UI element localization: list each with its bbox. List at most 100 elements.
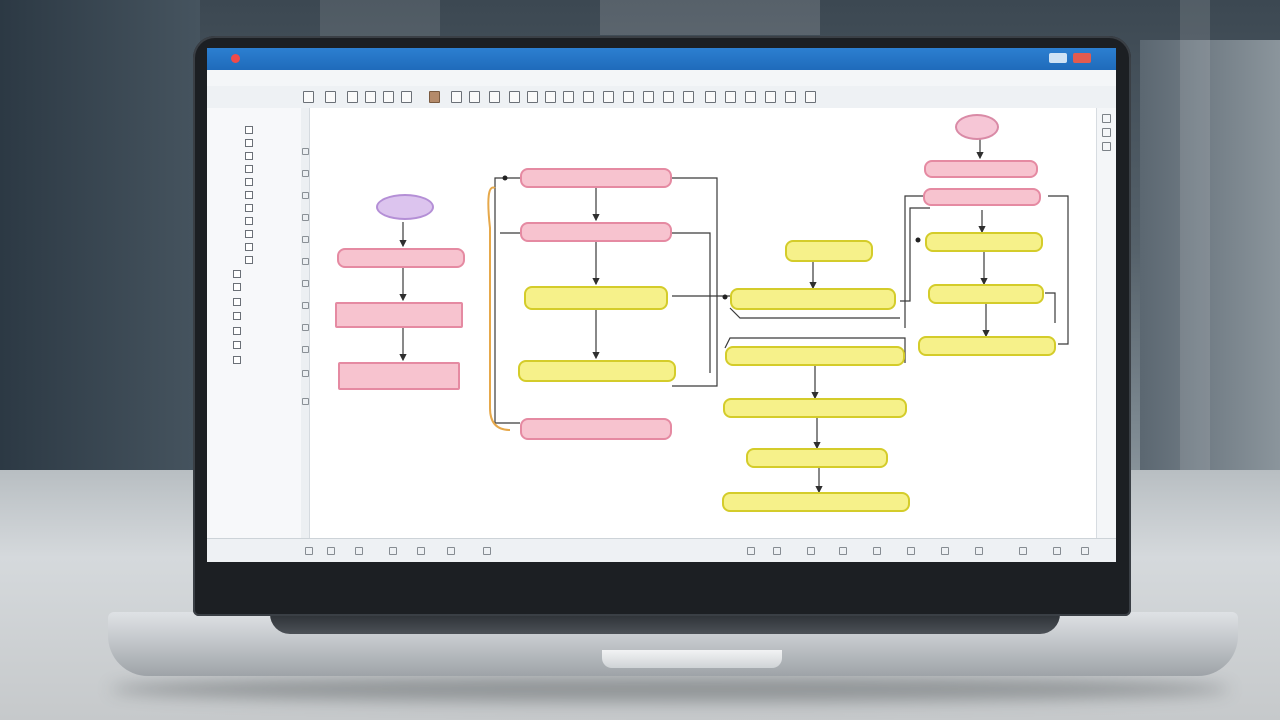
toolbar-tool-icon[interactable]: [603, 91, 614, 103]
toolbar-tool-icon[interactable]: [509, 91, 520, 103]
status-icon[interactable]: [1053, 547, 1061, 555]
strip-tool-icon[interactable]: [302, 170, 309, 177]
sidebar-item[interactable]: [245, 137, 256, 148]
toolbar-tool-icon[interactable]: [383, 91, 394, 103]
sidebar-checkbox-icon[interactable]: [245, 177, 253, 186]
flowchart-process-node[interactable]: [520, 168, 672, 188]
status-icon[interactable]: [941, 547, 949, 555]
toolbar-tool-icon[interactable]: [347, 91, 358, 103]
flowchart-decision-node[interactable]: [746, 448, 888, 468]
sidebar-checkbox-icon[interactable]: [245, 242, 253, 251]
flowchart-decision-node[interactable]: [518, 360, 676, 382]
flowchart-decision-node[interactable]: [785, 240, 873, 262]
flowchart-process-node[interactable]: [338, 362, 460, 390]
status-icon[interactable]: [447, 547, 455, 555]
sidebar-checkbox-icon[interactable]: [245, 229, 253, 238]
diagram-canvas[interactable]: [310, 108, 1096, 538]
status-icon[interactable]: [1019, 547, 1027, 555]
status-icon[interactable]: [327, 547, 335, 555]
strip-tool-icon[interactable]: [302, 370, 309, 377]
toolbar-tool-icon[interactable]: [705, 91, 716, 103]
strip-tool-icon[interactable]: [302, 236, 309, 243]
panel-toggle-icon[interactable]: [1102, 128, 1111, 137]
toolbar-tool-icon[interactable]: [663, 91, 674, 103]
sidebar-item[interactable]: [233, 268, 244, 279]
status-icon[interactable]: [773, 547, 781, 555]
toolbar-tool-icon[interactable]: [765, 91, 776, 103]
status-icon[interactable]: [389, 547, 397, 555]
sidebar-item[interactable]: [233, 281, 244, 292]
sidebar-checkbox-icon[interactable]: [245, 151, 253, 160]
strip-tool-icon[interactable]: [302, 398, 309, 405]
sidebar-item[interactable]: [245, 228, 256, 239]
panel-toggle-icon[interactable]: [1102, 142, 1111, 151]
toolbar-tool-icon[interactable]: [303, 91, 314, 103]
sidebar-checkbox-icon[interactable]: [233, 297, 241, 306]
flowchart-decision-node[interactable]: [918, 336, 1056, 356]
status-icon[interactable]: [1081, 547, 1089, 555]
close-icon[interactable]: [1073, 53, 1091, 63]
sidebar-item[interactable]: [245, 163, 256, 174]
sidebar-checkbox-icon[interactable]: [245, 190, 253, 199]
sidebar-item[interactable]: [245, 124, 256, 135]
sidebar-item[interactable]: [233, 325, 244, 336]
strip-tool-icon[interactable]: [302, 192, 309, 199]
sidebar-checkbox-icon[interactable]: [245, 164, 253, 173]
sidebar-item[interactable]: [245, 150, 256, 161]
minimize-icon[interactable]: [1049, 53, 1067, 63]
sidebar-item[interactable]: [233, 310, 244, 321]
status-icon[interactable]: [747, 547, 755, 555]
flowchart-process-node[interactable]: [923, 188, 1041, 206]
toolbar-tool-icon[interactable]: [365, 91, 376, 103]
toolbar-tool-icon[interactable]: [725, 91, 736, 103]
status-icon[interactable]: [839, 547, 847, 555]
strip-tool-icon[interactable]: [302, 214, 309, 221]
sidebar-checkbox-icon[interactable]: [233, 326, 241, 335]
flowchart-decision-node[interactable]: [928, 284, 1044, 304]
strip-tool-icon[interactable]: [302, 258, 309, 265]
status-icon[interactable]: [417, 547, 425, 555]
flowchart-start-node[interactable]: [376, 194, 434, 220]
sidebar-item[interactable]: [245, 215, 256, 226]
toolbar-tool-icon[interactable]: [583, 91, 594, 103]
toolbar-tool-icon[interactable]: [401, 91, 412, 103]
toolbar-tool-icon[interactable]: [643, 91, 654, 103]
toolbar-tool-icon[interactable]: [489, 91, 500, 103]
status-icon[interactable]: [873, 547, 881, 555]
strip-tool-icon[interactable]: [302, 346, 309, 353]
sidebar-checkbox-icon[interactable]: [245, 255, 253, 264]
status-icon[interactable]: [807, 547, 815, 555]
flowchart-process-node[interactable]: [520, 418, 672, 440]
sidebar-item[interactable]: [245, 254, 256, 265]
toolbar-tool-icon[interactable]: [805, 91, 816, 103]
status-icon[interactable]: [305, 547, 313, 555]
flowchart-process-node[interactable]: [520, 222, 672, 242]
sidebar-checkbox-icon[interactable]: [233, 311, 241, 320]
sidebar-item[interactable]: [233, 354, 244, 365]
toolbar-tool-icon[interactable]: [545, 91, 556, 103]
strip-tool-icon[interactable]: [302, 148, 309, 155]
flowchart-process-node[interactable]: [337, 248, 465, 268]
toolbar-tool-icon[interactable]: [745, 91, 756, 103]
toolbar-tool-icon[interactable]: [785, 91, 796, 103]
sidebar-item[interactable]: [245, 189, 256, 200]
sidebar-checkbox-icon[interactable]: [233, 282, 241, 291]
strip-tool-icon[interactable]: [302, 324, 309, 331]
sidebar-item[interactable]: [245, 241, 256, 252]
sidebar-item[interactable]: [233, 296, 244, 307]
toolbar-tool-icon[interactable]: [469, 91, 480, 103]
status-icon[interactable]: [975, 547, 983, 555]
strip-tool-icon[interactable]: [302, 280, 309, 287]
status-icon[interactable]: [355, 547, 363, 555]
toolbar-tool-icon[interactable]: [527, 91, 538, 103]
flowchart-decision-node[interactable]: [725, 346, 905, 366]
sidebar-item[interactable]: [233, 339, 244, 350]
sidebar-checkbox-icon[interactable]: [245, 216, 253, 225]
sidebar-checkbox-icon[interactable]: [245, 203, 253, 212]
sidebar-item[interactable]: [245, 202, 256, 213]
toolbar-selected-tool-icon[interactable]: [429, 91, 440, 103]
flowchart-end-node[interactable]: [722, 492, 910, 512]
flowchart-decision-node[interactable]: [730, 288, 896, 310]
sidebar-checkbox-icon[interactable]: [233, 340, 241, 349]
strip-tool-icon[interactable]: [302, 302, 309, 309]
